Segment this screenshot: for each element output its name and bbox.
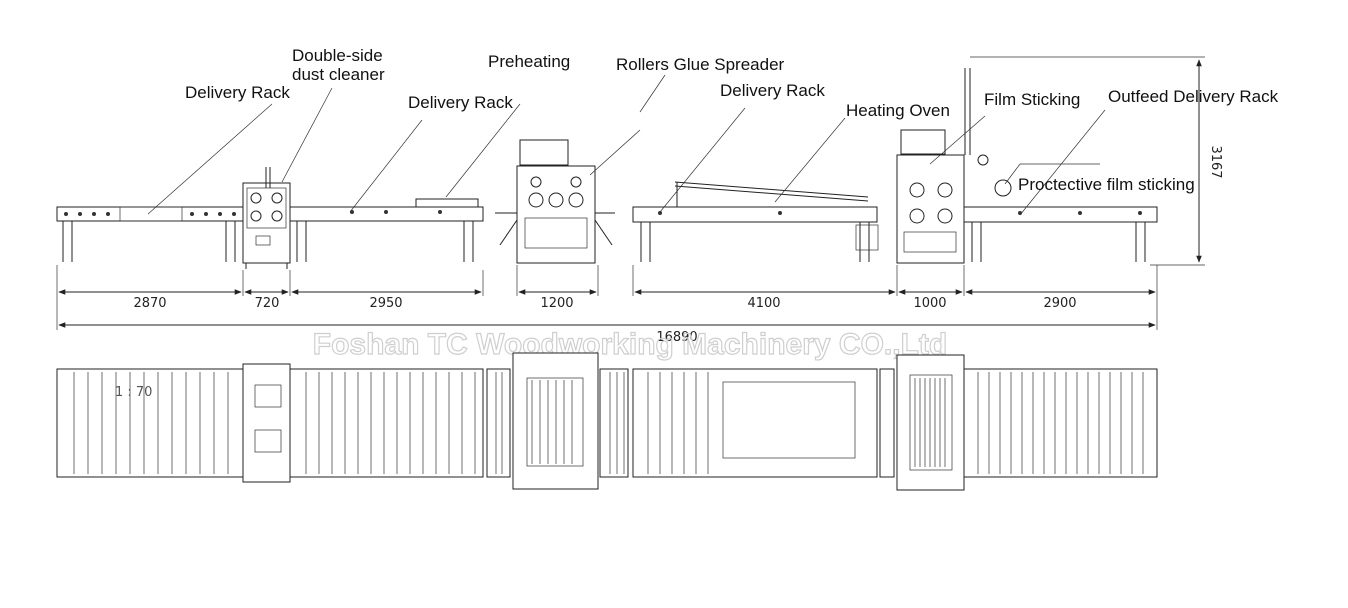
label-dust-cleaner-line1: Double-side [292, 46, 383, 65]
dimension-height: 3167 [1208, 145, 1223, 178]
leader-lines [147, 74, 1106, 216]
dimension-total: 16890 [656, 330, 697, 345]
label-outfeed-delivery-rack: Outfeed Delivery Rack [1108, 87, 1279, 106]
dimension-lines [56, 265, 1158, 330]
dimension-1000: 1000 [913, 296, 946, 311]
dimension-720: 720 [255, 296, 280, 311]
watermark-text: Foshan TC Woodworking Machinery CO.,Ltd [313, 328, 947, 361]
label-delivery-rack-3: Delivery Rack [720, 81, 825, 100]
delivery-rack-1-drawing [56, 206, 244, 262]
dimension-2950: 2950 [369, 296, 402, 311]
label-heating-oven: Heating Oven [846, 101, 950, 120]
label-dust-cleaner-line2: dust cleaner [292, 65, 385, 84]
outfeed-rack-drawing [963, 206, 1158, 262]
dust-cleaner-drawing [242, 167, 291, 269]
label-preheating: Preheating [488, 52, 570, 71]
scale-note: 1 : 70 [115, 385, 152, 400]
dimension-4100: 4100 [747, 296, 780, 311]
plan-view [56, 352, 1158, 491]
label-rollers-glue-spreader: Rollers Glue Spreader [616, 55, 785, 74]
heating-oven-drawing [896, 68, 1012, 264]
dimension-2870: 2870 [133, 296, 166, 311]
delivery-rack-3-drawing [632, 181, 879, 262]
glue-spreader-drawing [495, 139, 615, 264]
label-protective-film-sticking: Proctective film sticking [1018, 175, 1195, 194]
label-film-sticking: Film Sticking [984, 90, 1080, 109]
dimension-1200: 1200 [540, 296, 573, 311]
label-delivery-rack-2: Delivery Rack [408, 93, 513, 112]
dimension-2900: 2900 [1043, 296, 1076, 311]
delivery-rack-2-drawing [289, 198, 484, 262]
side-elevation-view: 3167 2870 720 2950 1200 4100 1000 [56, 46, 1279, 345]
label-delivery-rack-1: Delivery Rack [185, 83, 290, 102]
height-dimension [970, 56, 1205, 266]
